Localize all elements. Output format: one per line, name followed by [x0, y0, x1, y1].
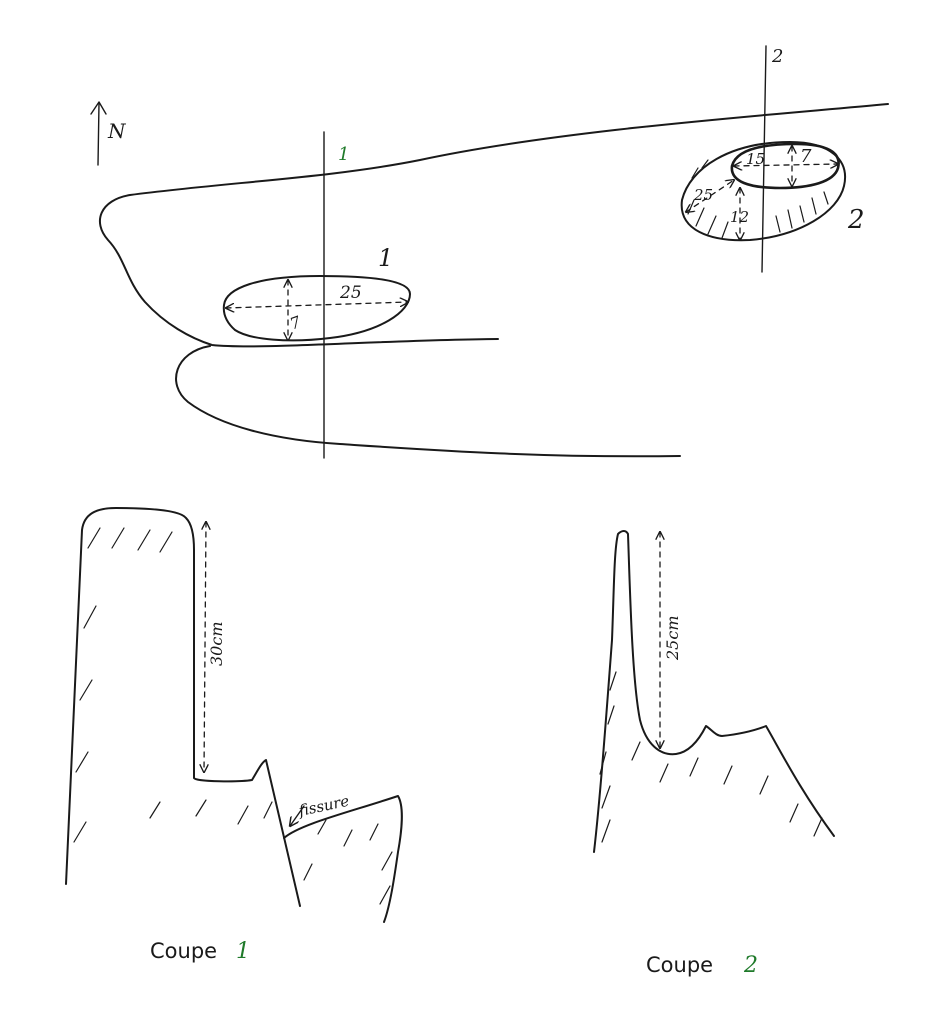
section-2-caption-number: 2: [743, 953, 758, 978]
section-1-right-block: [283, 795, 403, 923]
fissure-pointer-icon: [290, 805, 305, 826]
cup-2-inner-length-label: 15: [746, 150, 765, 168]
section-2-hatching: [599, 671, 823, 843]
section-1-caption: Coupe: [150, 939, 217, 963]
cup-2-inner-width-label: 7: [800, 146, 812, 167]
section-1-depth-label: 30cm: [207, 622, 226, 667]
section-2-outline: [593, 530, 835, 853]
cup-2-depth-label: 12: [730, 208, 749, 226]
section-line-1-label: 1: [338, 144, 349, 165]
section-line-2: [761, 45, 767, 273]
section-1-hatching: [73, 527, 393, 905]
section-line-2-label: 2: [771, 46, 783, 67]
section-2-caption: Coupe: [646, 953, 713, 977]
cup-2-outer-label: 25: [693, 186, 713, 204]
cup-2: 15 7 12 25: [680, 141, 847, 242]
cup-1: 25 7: [222, 275, 411, 342]
section-1-left-block: [65, 507, 301, 907]
section-1-depth-arrow: [204, 522, 206, 772]
cup-2-hatching: [687, 159, 829, 239]
north-label: N: [107, 119, 127, 143]
section-2-depth-label: 25cm: [663, 616, 682, 662]
cup-1-label: 1: [378, 244, 393, 272]
fissure-label: fissure: [296, 792, 351, 820]
section-2-view: 25cm Coupe 2: [593, 530, 835, 978]
plan-view: N 1 2 25 7 1: [90, 45, 889, 459]
section-1-caption-number: 1: [236, 939, 250, 964]
rock-outline-upper: [98, 103, 889, 348]
cup-1-depth-label: 7: [287, 312, 304, 334]
cup-1-length-label: 25: [339, 283, 362, 303]
rock-outline-lower: [175, 345, 681, 458]
north-arrow-icon: [90, 101, 107, 166]
section-1-view: 30cm fissure Coupe 1: [65, 507, 403, 964]
cup-2-label: 2: [847, 205, 865, 235]
